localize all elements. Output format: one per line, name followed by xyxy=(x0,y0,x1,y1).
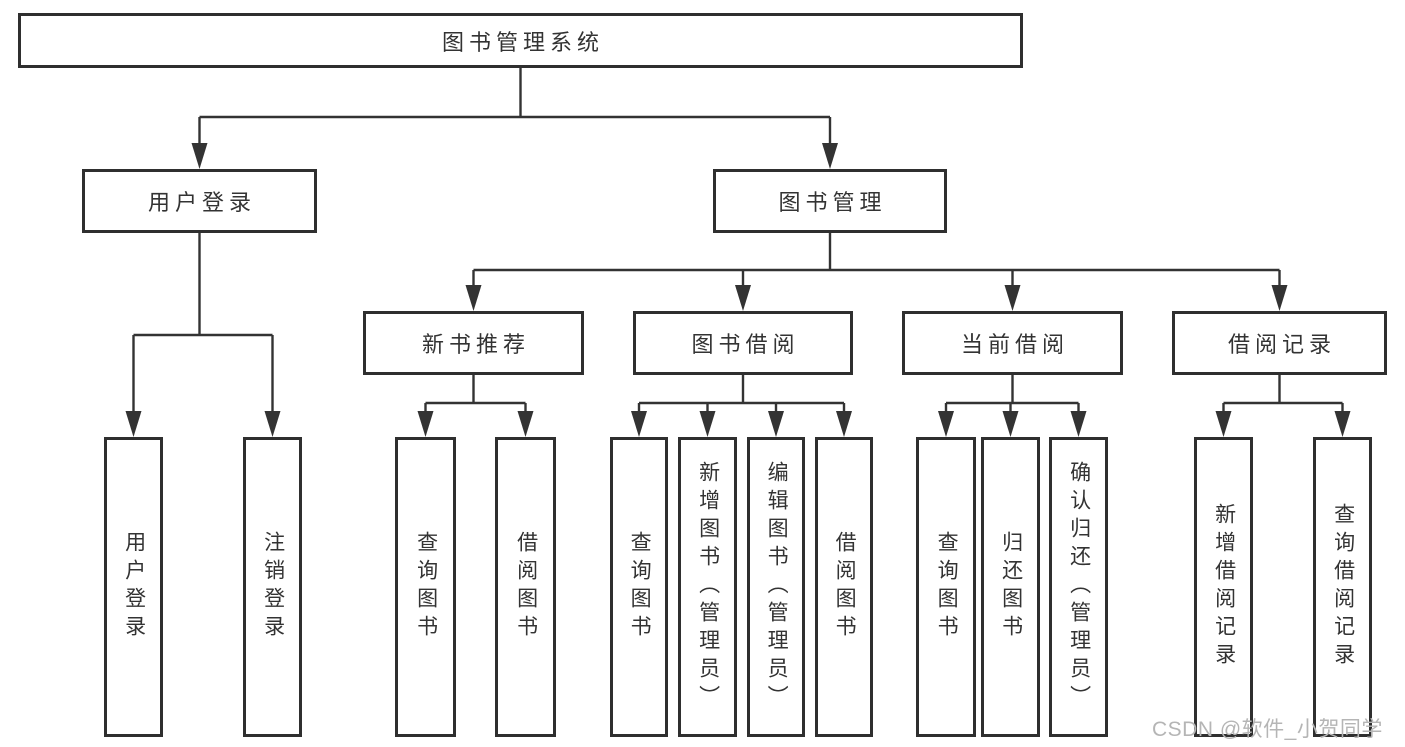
node-new-book-recommendation: 新书推荐 xyxy=(363,311,584,375)
leaf-return-book: 归还图书 xyxy=(981,437,1040,737)
leaf-confirm-return-admin-label: 确认归还（管理员） xyxy=(1067,461,1091,713)
leaf-add-book-admin: 新增图书（管理员） xyxy=(678,437,737,737)
node-current-borrowing: 当前借阅 xyxy=(902,311,1123,375)
leaf-recommend-query-book: 查询图书 xyxy=(395,437,456,737)
leaf-edit-book-admin-label: 编辑图书（管理员） xyxy=(765,461,789,713)
connector-root-to-level2 xyxy=(198,68,832,144)
leaf-add-borrow-record: 新增借阅记录 xyxy=(1194,437,1253,737)
node-user-login-label: 用户登录 xyxy=(147,190,256,215)
connector-borrowing-to-leaves xyxy=(637,375,846,412)
leaf-borrowing-borrow-book-label: 借阅图书 xyxy=(833,531,857,643)
node-root-label: 图书管理系统 xyxy=(441,29,604,55)
leaf-add-borrow-record-label: 新增借阅记录 xyxy=(1212,503,1236,671)
leaf-query-borrow-record-label: 查询借阅记录 xyxy=(1331,503,1355,671)
node-book-management-label: 图书管理 xyxy=(778,190,887,215)
leaf-recommend-query-book-label: 查询图书 xyxy=(414,531,438,643)
node-borrowing-records-label: 借阅记录 xyxy=(1227,332,1336,357)
leaf-current-query-book-label: 查询图书 xyxy=(935,531,959,643)
node-book-management: 图书管理 xyxy=(713,169,947,233)
watermark: CSDN @软件_小贺同学 xyxy=(1152,718,1383,741)
node-borrowing-records: 借阅记录 xyxy=(1172,311,1387,375)
node-book-borrowing-label: 图书借阅 xyxy=(691,332,800,357)
leaf-borrowing-query-book: 查询图书 xyxy=(610,437,668,737)
leaf-borrowing-borrow-book: 借阅图书 xyxy=(815,437,873,737)
arrowheads xyxy=(125,143,1351,437)
leaf-recommend-borrow-book-label: 借阅图书 xyxy=(514,531,538,643)
connector-login-to-leaves xyxy=(132,233,274,412)
node-book-borrowing: 图书借阅 xyxy=(633,311,853,375)
leaf-return-book-label: 归还图书 xyxy=(999,531,1023,643)
leaf-logout: 注销登录 xyxy=(243,437,302,737)
connector-recommend-to-leaves xyxy=(424,375,527,412)
leaf-confirm-return-admin: 确认归还（管理员） xyxy=(1049,437,1108,737)
leaf-logout-label: 注销登录 xyxy=(261,531,285,643)
connector-management-to-level3 xyxy=(472,233,1281,286)
leaf-borrowing-query-book-label: 查询图书 xyxy=(628,531,652,643)
leaf-add-book-admin-label: 新增图书（管理员） xyxy=(696,461,720,713)
connector-current-to-leaves xyxy=(944,375,1080,412)
leaf-recommend-borrow-book: 借阅图书 xyxy=(495,437,556,737)
leaf-current-query-book: 查询图书 xyxy=(916,437,976,737)
node-root: 图书管理系统 xyxy=(18,13,1023,68)
node-user-login: 用户登录 xyxy=(82,169,317,233)
connector-records-to-leaves xyxy=(1222,375,1344,412)
node-new-book-recommendation-label: 新书推荐 xyxy=(421,332,530,357)
leaf-edit-book-admin: 编辑图书（管理员） xyxy=(747,437,805,737)
leaf-user-login: 用户登录 xyxy=(104,437,163,737)
leaf-user-login-label: 用户登录 xyxy=(122,531,146,643)
leaf-query-borrow-record: 查询借阅记录 xyxy=(1313,437,1372,737)
node-current-borrowing-label: 当前借阅 xyxy=(960,332,1069,357)
